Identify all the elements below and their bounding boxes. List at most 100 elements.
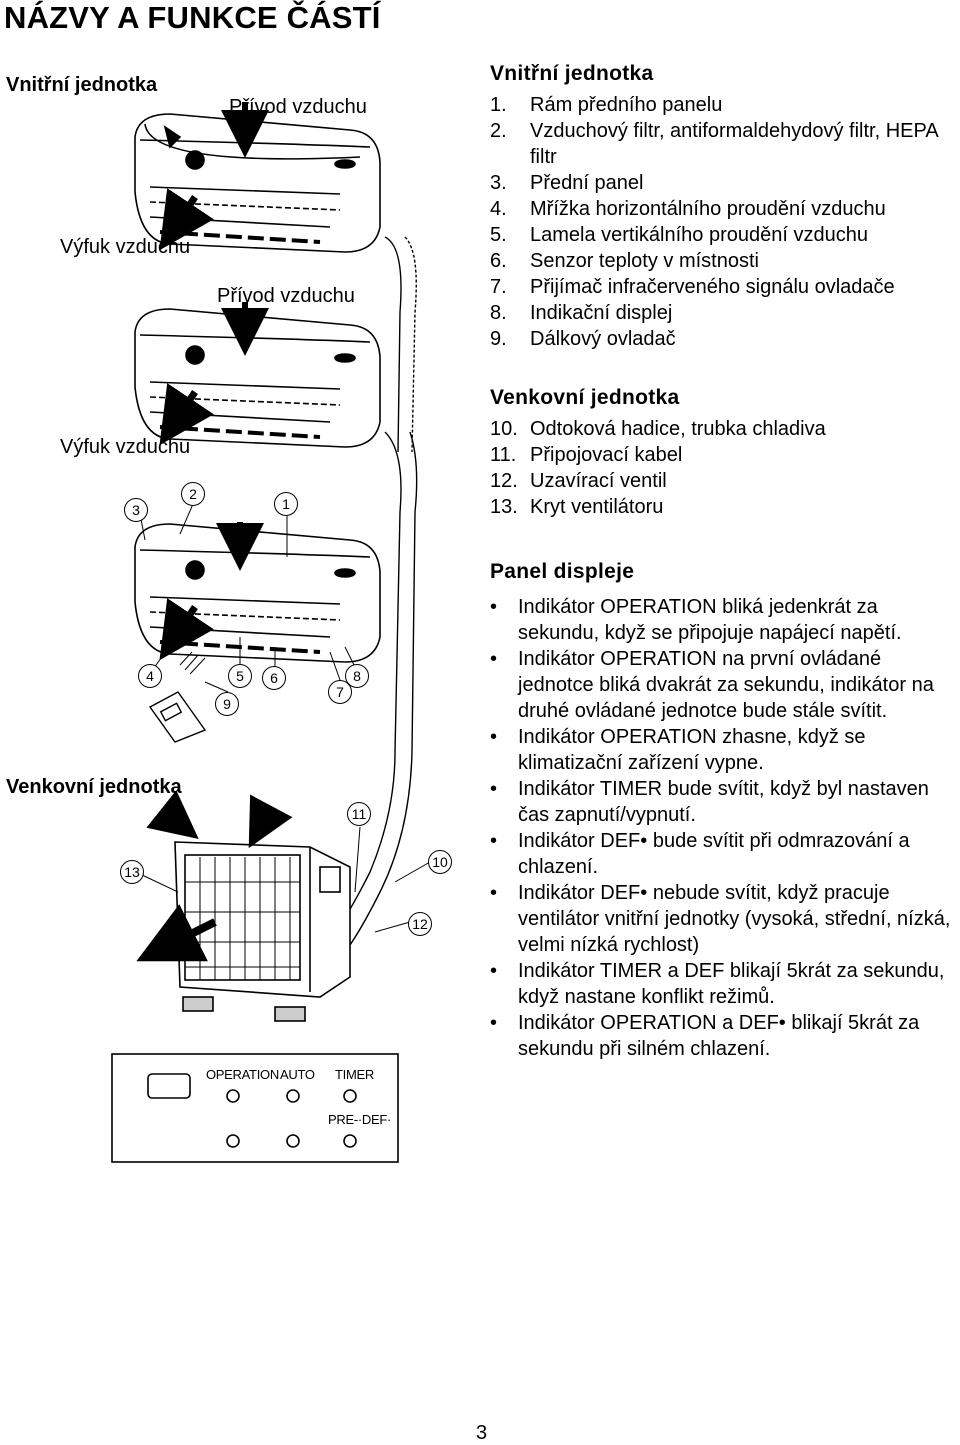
callout-6: 6 — [262, 666, 286, 690]
list-item: 11.Připojovací kabel — [490, 442, 960, 468]
list-item: 9. Dálkový ovladač — [490, 326, 960, 352]
parts-diagram: Vnitřní jednotka Přívod vzduchu Výfuk vz… — [0, 52, 480, 1172]
item-number: 5. — [490, 224, 507, 246]
callout-9: 9 — [215, 692, 239, 716]
bullet: • — [490, 1012, 498, 1034]
item-number: 6. — [490, 250, 507, 272]
item-text: Odtoková hadice, trubka chladiva — [530, 418, 826, 440]
item-number: 3. — [490, 172, 507, 194]
item-number: 7. — [490, 276, 507, 298]
list-item: 4. Mřížka horizontálního proudění vzduchu — [490, 196, 960, 222]
outdoor-section: Venkovní jednotka 10. Odtoková hadice, tr… — [490, 386, 960, 520]
air-outlet-label-1: Výfuk vzduchu — [60, 236, 191, 258]
list-item: 7. Přijímač infračerveného signálu ovlada… — [490, 274, 960, 300]
diagram-drawing — [111, 102, 431, 1163]
list-item: 12. Uzavírací ventil — [490, 468, 960, 494]
item-text: Kryt ventilátoru — [530, 496, 664, 518]
bullet: • — [490, 648, 498, 670]
item-number: 9. — [490, 328, 507, 350]
list-item: •Indikátor OPERATION zhasne, když se kli… — [490, 724, 960, 776]
callout-8: 8 — [345, 664, 369, 688]
item-text: Senzor teploty v místnosti — [530, 250, 759, 272]
item-text: Indikátor DEF• bude svítit při odmrazová… — [518, 830, 910, 878]
indoor-section-heading: Vnitřní jednotka — [490, 62, 654, 85]
list-item: 8. Indikační displej — [490, 300, 960, 326]
indoor-unit-3 — [134, 523, 381, 663]
display-section: Panel displeje • Indikátor OPERATION blik… — [490, 560, 960, 1062]
callout-12: 12 — [408, 912, 432, 936]
item-number: 10. — [490, 418, 518, 440]
callout-13: 13 — [120, 860, 144, 884]
item-text: Indikátor OPERATION a DEF• blikají 5krát… — [518, 1012, 920, 1060]
list-item: • Indikátor DEF• bude svítit při odmrazov… — [490, 828, 960, 880]
bullet: • — [490, 596, 498, 618]
callout-4: 4 — [138, 664, 162, 688]
list-item: • Indikátor OPERATION a DEF• blikají 5krá… — [490, 1010, 960, 1062]
item-text: Indikátor OPERATION zhasne, když se klim… — [518, 726, 866, 774]
page-title: NÁZVY A FUNKCE ČÁSTÍ — [4, 0, 381, 35]
display-indicator-list: • Indikátor OPERATION bliká jedenkrát za … — [490, 594, 960, 1062]
list-item: 3. Přední panel — [490, 170, 960, 196]
list-item: •Indikátor DEF• nebude svítit, když prac… — [490, 880, 960, 958]
item-text: Rám předního panelu — [530, 94, 723, 116]
panel-operation-label: OPERATION — [206, 1067, 279, 1082]
panel-timer-label: TIMER — [335, 1067, 374, 1082]
indoor-unit-2 — [134, 308, 381, 448]
list-item: 13. Kryt ventilátoru — [490, 494, 960, 520]
item-number: 4. — [490, 198, 507, 220]
indoor-section: Vnitřní jednotka 1. Rám předního panelu 2… — [490, 62, 960, 352]
list-item: 10. Odtoková hadice, trubka chladiva — [490, 416, 960, 442]
item-number: 2. — [490, 120, 507, 142]
item-text: Dálkový ovladač — [530, 328, 676, 350]
item-text: Přijímač infračerveného signálu ovladače — [530, 276, 895, 298]
panel-predef-label: PRE-·DEF· — [328, 1112, 392, 1127]
item-text: Lamela vertikálního proudění vzduchu — [530, 224, 868, 246]
air-inlet-label-2: Přívod vzduchu — [217, 285, 355, 307]
bullet: • — [490, 960, 498, 982]
item-number: 1. — [490, 94, 507, 116]
item-text: Indikátor DEF• nebude svítit, když pracu… — [518, 882, 951, 956]
parts-description: Vnitřní jednotka 1. Rám předního panelu 2… — [490, 62, 960, 1062]
callout-11: 11 — [347, 802, 371, 826]
list-item: • Indikátor TIMER a DEF blikají 5krát za … — [490, 958, 960, 1010]
item-text: Přední panel — [530, 172, 644, 194]
item-text: Indikátor TIMER a DEF blikají 5krát za s… — [518, 960, 945, 1008]
item-text: Mřížka horizontálního proudění vzduchu — [530, 198, 886, 220]
callout-3: 3 — [124, 498, 148, 522]
remote-control — [148, 691, 207, 743]
outdoor-unit-label: Venkovní jednotka — [6, 776, 182, 798]
panel-auto-label: AUTO — [280, 1067, 315, 1082]
item-text: Uzavírací ventil — [530, 470, 667, 492]
callout-1: 1 — [274, 492, 298, 516]
list-item: • Indikátor OPERATION bliká jedenkrát za … — [490, 594, 960, 646]
list-item: • Indikátor OPERATION na první ovládané j… — [490, 646, 960, 724]
item-text: Připojovací kabel — [530, 444, 683, 466]
callout-10: 10 — [428, 850, 452, 874]
item-text: Indikátor TIMER bude svítit, když byl na… — [518, 778, 929, 826]
item-number: 12. — [490, 470, 518, 492]
outdoor-section-heading: Venkovní jednotka — [490, 386, 680, 409]
list-item: 1. Rám předního panelu — [490, 92, 960, 118]
list-item: 2. Vzduchový filtr, antiformaldehydový fi… — [490, 118, 960, 170]
item-number: 8. — [490, 302, 507, 324]
list-item: 6. Senzor teploty v místnosti — [490, 248, 960, 274]
indoor-unit-label: Vnitřní jednotka — [6, 74, 158, 96]
bullet: • — [490, 778, 498, 800]
outdoor-unit — [174, 841, 351, 1022]
list-item: 5. Lamela vertikálního proudění vzduchu — [490, 222, 960, 248]
bullet: • — [490, 830, 498, 852]
item-text: Indikační displej — [530, 302, 673, 324]
item-number: 13. — [490, 496, 518, 518]
item-text: Vzduchový filtr, antiformaldehydový filt… — [530, 120, 938, 168]
callout-2: 2 — [181, 482, 205, 506]
page-number: 3 — [476, 1422, 488, 1444]
item-text: Indikátor OPERATION bliká jedenkrát za s… — [518, 596, 902, 644]
item-text: Indikátor OPERATION na první ovládané je… — [518, 648, 934, 722]
indoor-unit-1 — [134, 113, 381, 253]
callout-5: 5 — [228, 664, 252, 688]
list-item: • Indikátor TIMER bude svítit, když byl n… — [490, 776, 960, 828]
outdoor-parts-list: 10. Odtoková hadice, trubka chladiva 11.P… — [490, 416, 960, 520]
air-inlet-label-1: Přívod vzduchu — [229, 96, 367, 118]
display-panel-drawing — [111, 1053, 399, 1163]
display-section-heading: Panel displeje — [490, 560, 635, 583]
